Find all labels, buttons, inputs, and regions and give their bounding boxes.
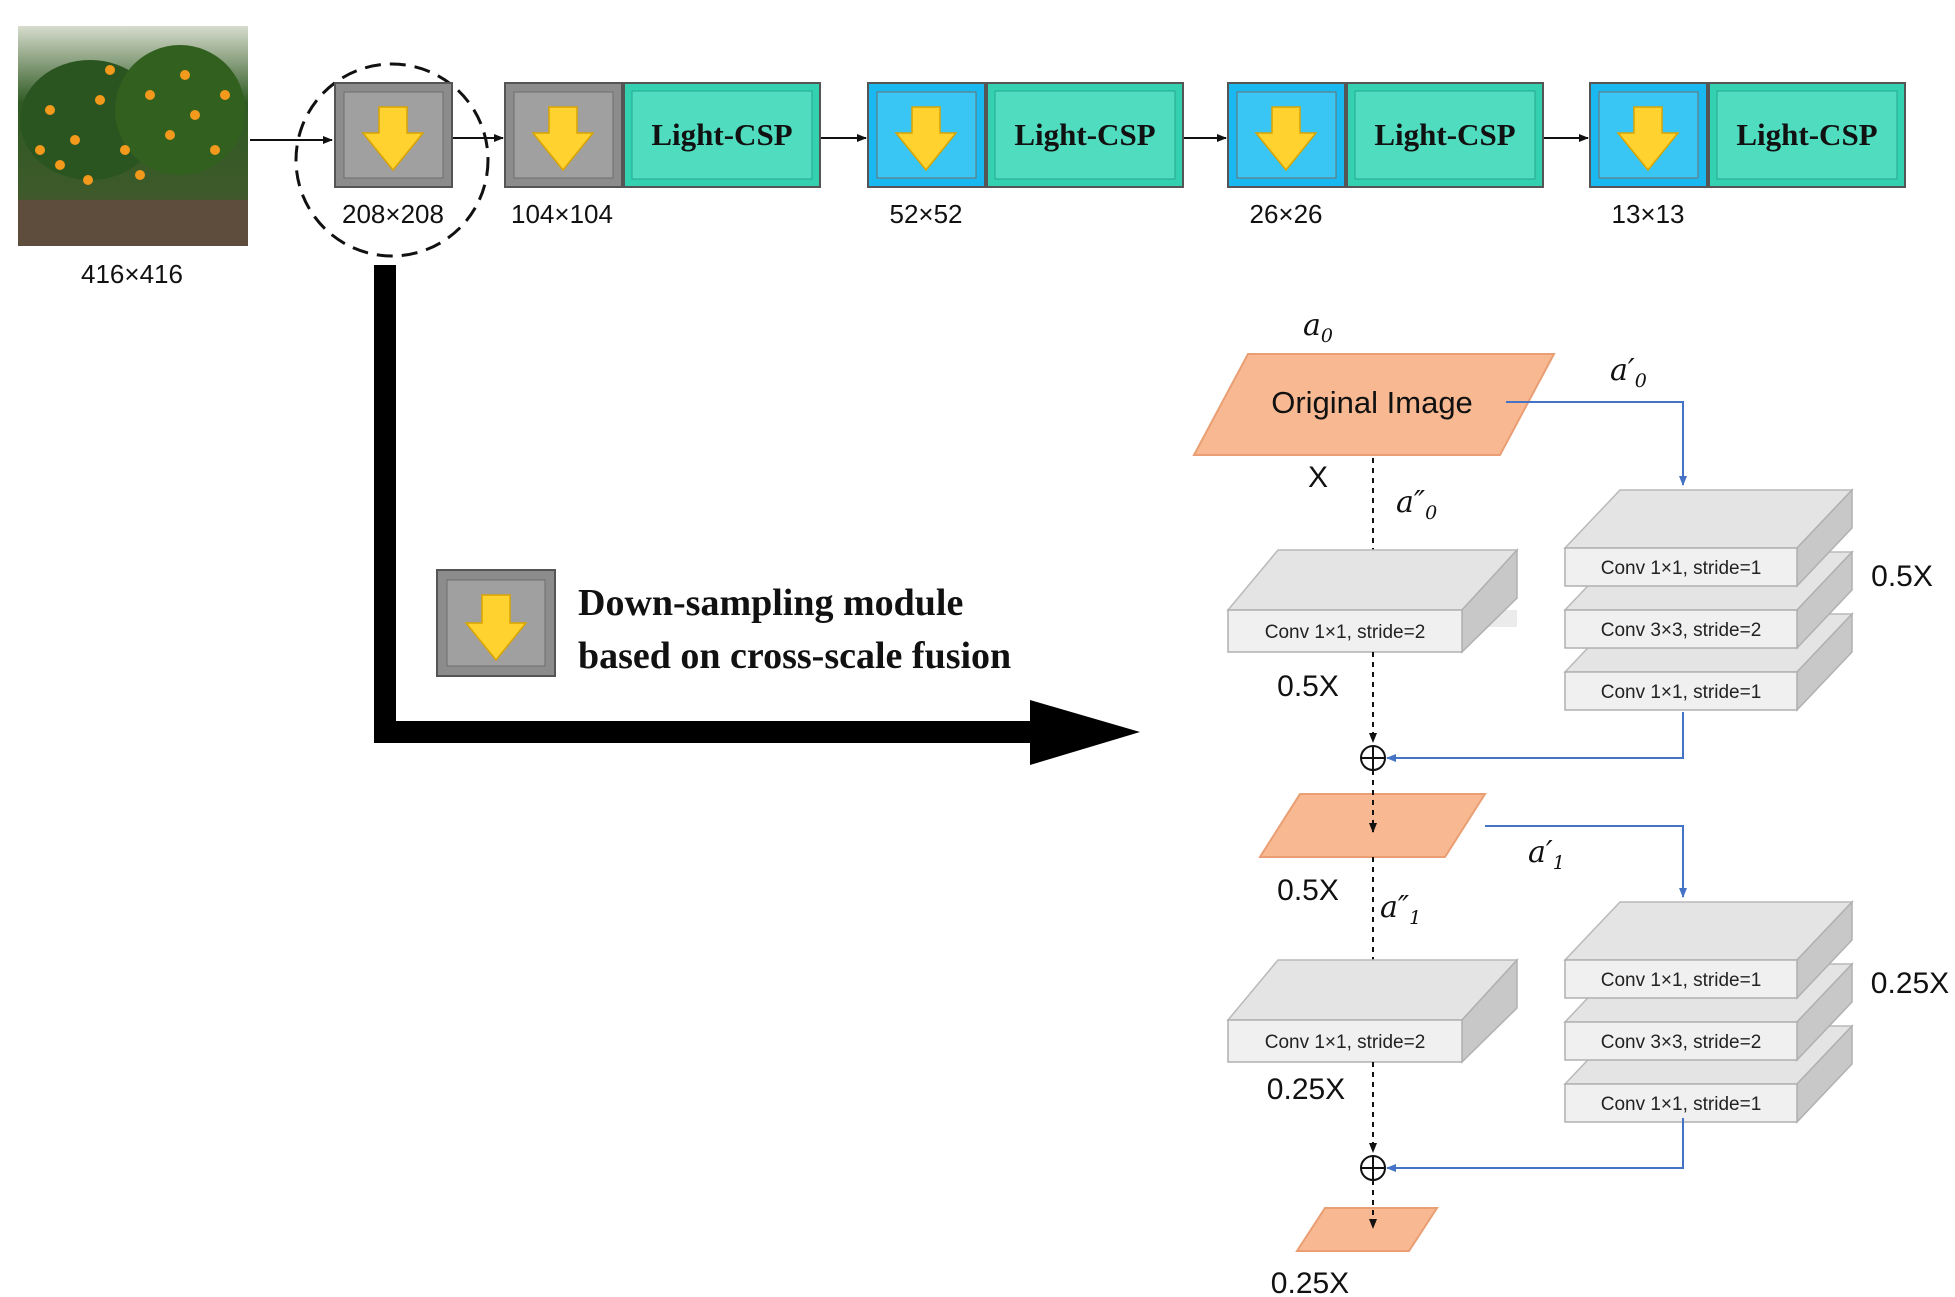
conv-layer-label: Conv 3×3, stride=2: [1601, 1032, 1762, 1053]
scale-quarter-feature: 0.25X: [1271, 1267, 1349, 1297]
sum-node: [1360, 745, 1386, 771]
a0-label: a0: [1303, 308, 1333, 347]
stage-size-label: 26×26: [1249, 199, 1322, 229]
conv-stride2-label: Conv 1×1, stride=2: [1265, 622, 1426, 643]
scale-half-right: 0.5X: [1871, 560, 1933, 593]
stage-size-label: 13×13: [1611, 199, 1684, 229]
down-arrow-icon: [361, 106, 425, 172]
light-csp-label: Light-CSP: [1736, 117, 1877, 152]
down-arrow-icon: [894, 106, 958, 172]
downsample-module: [1227, 82, 1346, 188]
residual-merge-line: [1386, 1118, 1684, 1172]
highlight-circle: [294, 62, 490, 258]
down-arrow-icon: [531, 106, 595, 172]
legend-downsample-icon: [436, 569, 556, 677]
input-size-label: 416×416: [81, 259, 183, 289]
conv-layer: Conv 1×1, stride=1: [1563, 900, 1854, 1000]
conv-layer-label: Conv 1×1, stride=1: [1601, 558, 1762, 579]
scale-half-left: 0.5X: [1277, 670, 1339, 703]
conv-stride2-label: Conv 1×1, stride=2: [1265, 1032, 1426, 1053]
pipeline-stage: 208×208: [334, 82, 453, 229]
scale-quarter-left: 0.25X: [1267, 1073, 1345, 1106]
conv-layer-label: Conv 1×1, stride=1: [1601, 682, 1762, 703]
conv-stride2-block: [1226, 958, 1519, 1064]
scale-x-label: X: [1308, 461, 1328, 494]
pipeline-stage: Light-CSP 13×13: [1589, 82, 1906, 229]
downsample-module: [867, 82, 986, 188]
original-image-block: [1192, 353, 1556, 456]
expansion-arrow-head: [1030, 700, 1140, 765]
pipeline-stage: Light-CSP 26×26: [1227, 82, 1544, 229]
light-csp-block: Light-CSP: [1708, 82, 1906, 188]
conv-layer-label: Conv 1×1, stride=1: [1601, 1094, 1762, 1115]
residual-merge-line: [1386, 712, 1684, 762]
original-image-label: Original Image: [1271, 385, 1473, 420]
feature-quarter-block: [1295, 1207, 1439, 1252]
down-arrow-icon: [1254, 106, 1318, 172]
stage-size-label: 52×52: [889, 199, 962, 229]
stage-size-label: 104×104: [511, 199, 613, 229]
scale-quarter-right: 0.25X: [1871, 967, 1949, 1000]
conv-layer-label: Conv 3×3, stride=2: [1601, 620, 1762, 641]
light-csp-label: Light-CSP: [1374, 117, 1515, 152]
pipeline-stage: Light-CSP 52×52: [867, 82, 1184, 229]
sum-node: [1360, 1155, 1386, 1181]
light-csp-block: Light-CSP: [986, 82, 1184, 188]
conv-stride2-block: [1226, 548, 1519, 654]
a0-prime-label: a′0: [1610, 353, 1647, 392]
light-csp-block: Light-CSP: [623, 82, 821, 188]
conv-layer-label: Conv 1×1, stride=1: [1601, 970, 1762, 991]
legend-line1: Down-sampling module: [578, 582, 963, 624]
scale-half-feature: 0.5X: [1277, 874, 1339, 907]
downsample-module: [1589, 82, 1708, 188]
light-csp-label: Light-CSP: [1014, 117, 1155, 152]
residual-branch-line: [1485, 825, 1687, 898]
legend-line2: based on cross-scale fusion: [578, 635, 1011, 677]
residual-branch-line: [1506, 401, 1687, 486]
stage-size-label: 208×208: [342, 199, 444, 229]
conv-layer: Conv 1×1, stride=1: [1563, 488, 1854, 588]
downsample-module: [504, 82, 623, 188]
expansion-arrow: [374, 265, 1030, 743]
light-csp-label: Light-CSP: [651, 117, 792, 152]
pipeline-stages: 208×208Light-CSP104×104Light-CSP52×52Lig…: [334, 82, 1906, 229]
down-arrow-icon: [1616, 106, 1680, 172]
light-csp-block: Light-CSP: [1346, 82, 1544, 188]
a1-double-prime-label: a″1: [1380, 890, 1421, 929]
a0-double-prime-label: a″0: [1396, 485, 1437, 524]
pipeline-stage: Light-CSP 104×104: [504, 82, 821, 229]
input-image: [18, 26, 248, 246]
downsample-module: [334, 82, 453, 188]
a1-prime-label: a′1: [1528, 835, 1565, 874]
